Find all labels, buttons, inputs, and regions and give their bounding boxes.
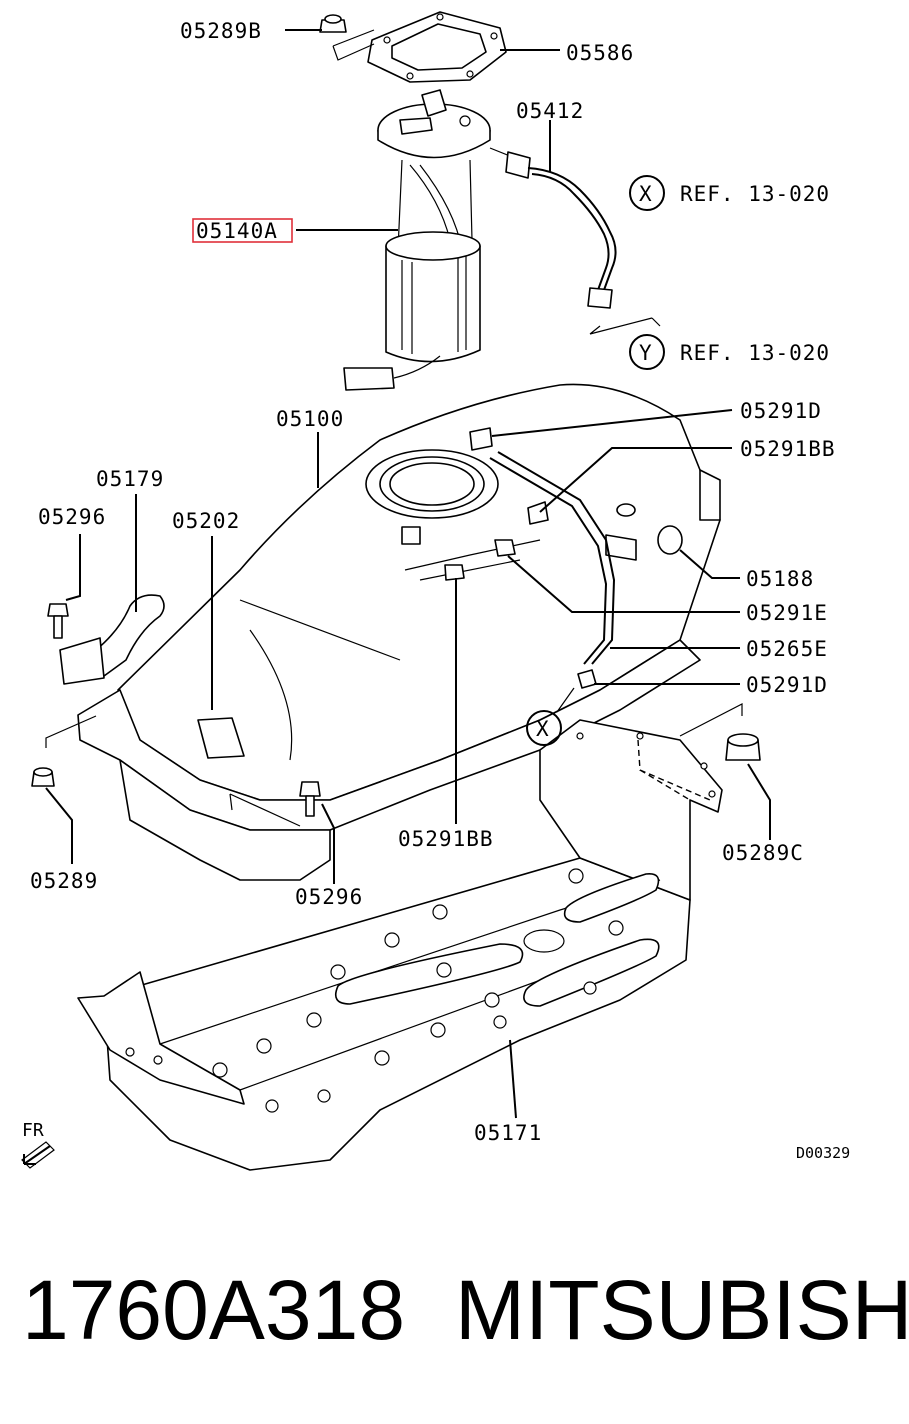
callout-05188: 05188 (746, 567, 814, 591)
front-direction-label: FR (22, 1120, 44, 1141)
ref-text-x: REF. 13-020 (680, 182, 830, 206)
ref-text-y: REF. 13-020 (680, 341, 830, 365)
callout-05291e: 05291E (746, 601, 828, 625)
callout-05412: 05412 (516, 99, 584, 123)
bolt-05296-left-drawing (47, 603, 69, 639)
ref-marker-y: Y (639, 341, 653, 365)
fuel-tank-drawing (77, 383, 721, 881)
part-number: 1760A318 (22, 1263, 406, 1357)
highlight-box (192, 218, 293, 243)
leader-lines (45, 29, 771, 1119)
callout-05291bb-bottom: 05291BB (398, 827, 494, 851)
nut-05289b-drawing (319, 14, 375, 61)
callout-05291bb-right: 05291BB (740, 437, 836, 461)
callout-05289: 05289 (30, 869, 98, 893)
front-direction-arrow-icon (21, 1141, 55, 1169)
callout-05171: 05171 (474, 1121, 542, 1145)
parts-diagram: 05289B 05586 05412 05140A 05100 05179 05… (21, 11, 850, 1171)
bolt-05296-center-drawing (299, 781, 321, 817)
callout-05586: 05586 (566, 41, 634, 65)
callout-05296-left: 05296 (38, 505, 106, 529)
harness-05412-drawing (489, 147, 617, 309)
callout-05265e: 05265E (746, 637, 828, 661)
callout-05100: 05100 (276, 407, 344, 431)
callout-05296-center: 05296 (295, 885, 363, 909)
callout-05179: 05179 (96, 467, 164, 491)
part-info-footer: 1760A318 MITSUBISHI (0, 1260, 909, 1370)
callout-05291d-low: 05291D (746, 673, 828, 697)
callout-05289b: 05289B (180, 19, 262, 43)
tank-protector-05171-drawing (77, 719, 723, 1171)
ref-marker-x: X (639, 182, 653, 206)
nut-05289-drawing (31, 767, 55, 787)
gasket-ring-drawing (367, 11, 507, 83)
callout-05202: 05202 (172, 509, 240, 533)
filler-hose-05179-drawing (59, 594, 165, 685)
nut-05289c-drawing (725, 733, 761, 761)
diagram-code: D00329 (796, 1144, 850, 1162)
callout-05289c: 05289C (722, 841, 804, 865)
brand-name: MITSUBISHI (455, 1263, 909, 1357)
fuel-pump-module-drawing (343, 89, 491, 391)
tank-marker-x: X (536, 717, 550, 741)
callout-05140a: 05140A (196, 219, 278, 243)
callout-05291d-top: 05291D (740, 399, 822, 423)
